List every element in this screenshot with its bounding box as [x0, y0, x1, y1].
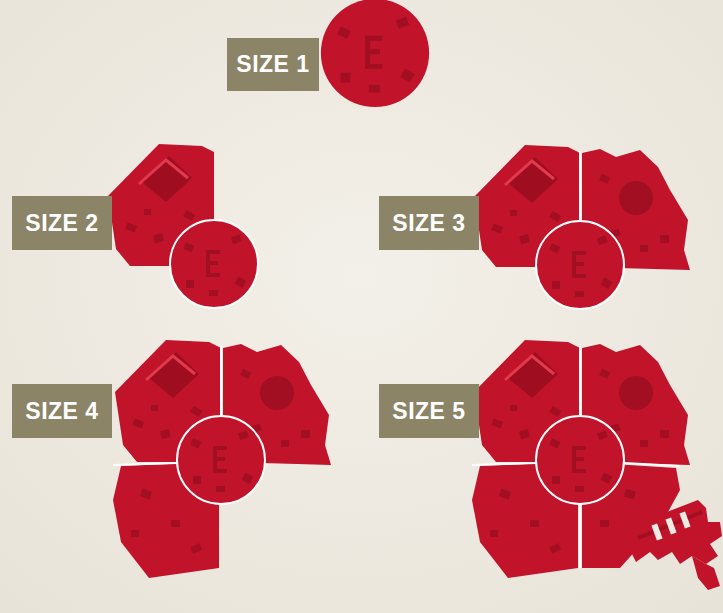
size-label: SIZE 1	[236, 51, 309, 78]
size-label: SIZE 3	[392, 210, 465, 237]
size-label-box: SIZE 1	[227, 38, 319, 91]
size-label-box: SIZE 5	[379, 384, 479, 438]
size-label-box: SIZE 2	[12, 196, 112, 250]
size-label-box: SIZE 3	[379, 196, 479, 250]
size-label: SIZE 2	[25, 210, 98, 237]
size-label: SIZE 4	[25, 398, 98, 425]
size-label: SIZE 5	[392, 398, 465, 425]
size-label-box: SIZE 4	[12, 384, 112, 438]
